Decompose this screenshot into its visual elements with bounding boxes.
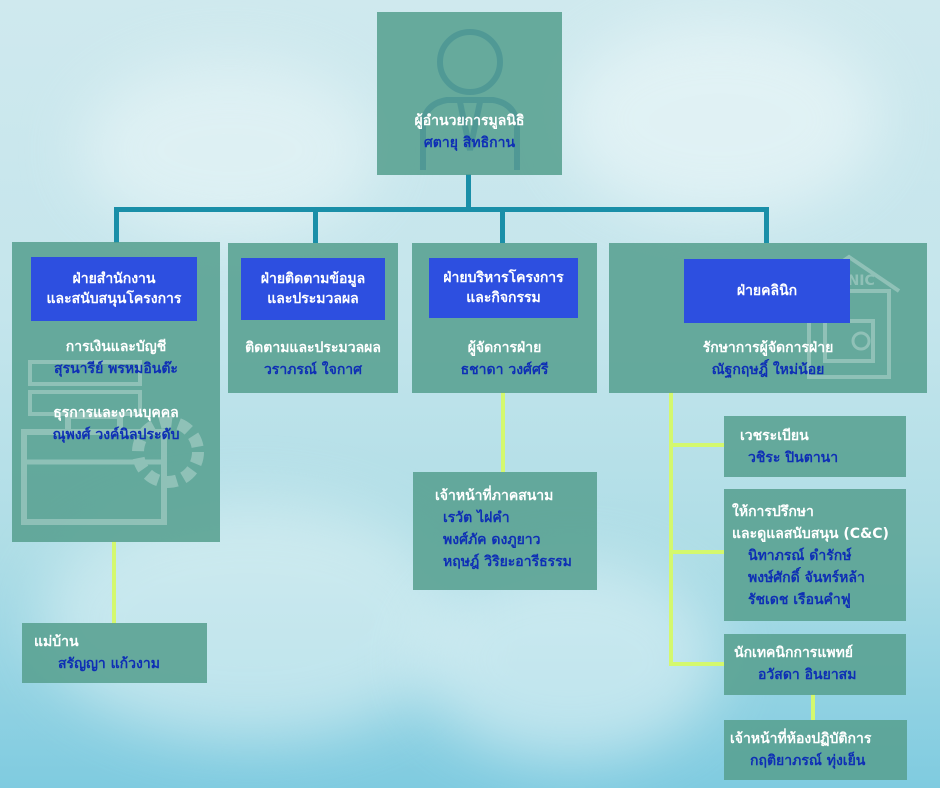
member-role: และดูแลสนับสนุน (C&C) (732, 526, 889, 542)
sub-connector-line (669, 443, 724, 447)
member-role: นักเทคนิกการแพทย์ (734, 645, 854, 661)
sub-connector-line (811, 694, 815, 720)
department-header: ฝ่ายบริหารโครงการ และกิจกรรม (429, 258, 578, 318)
member-role: แม่บ้าน (34, 634, 79, 650)
clinic-unit-box: เจ้าหน้าที่ห้องปฏิบัติการ กฤติยาภรณ์ ทุ่… (724, 720, 907, 780)
background-cloud (560, 20, 880, 220)
director-box: ผู้อำนวยการมูลนิธิ ศตายุ สิทธิกาน (377, 12, 562, 175)
department-header: ฝ่ายคลินิก (684, 259, 850, 323)
field-staff-box: เจ้าหน้าที่ภาคสนาม เรวัต ไฝคำ พงศ์ภัค ดง… (413, 472, 597, 590)
member-name: วราภรณ์ ใจกาศ (263, 362, 363, 378)
member-role: เจ้าหน้าที่ห้องปฏิบัติการ (730, 731, 872, 747)
briefcase-gear-icon (21, 360, 204, 525)
director-title: ผู้อำนวยการมูลนิธิ (414, 113, 525, 129)
member-name: วชิระ ปินตานา (748, 450, 839, 466)
connector-line (114, 207, 119, 243)
member-role: ธุรการและงานบุคคล (53, 405, 179, 421)
clinic-unit-box: นักเทคนิกการแพทย์ อวัสดา อินยาสม (724, 634, 906, 695)
member-name: หฤษฎ์ วิริยะอารีธรรม (443, 554, 572, 570)
clinic-unit-box: เวชระเบียน วชิระ ปินตานา (724, 416, 906, 477)
member-name: อวัสดา อินยาสม (758, 667, 857, 683)
connector-line (114, 207, 769, 212)
department-box-projects: ฝ่ายบริหารโครงการ และกิจกรรม ผู้จัดการฝ่… (412, 243, 597, 393)
department-header: ฝ่ายสำนักงาน และสนับสนุนโครงการ (31, 257, 197, 321)
sub-connector-line (669, 550, 724, 554)
member-role: เจ้าหน้าที่ภาคสนาม (435, 488, 554, 504)
department-box-clinic: CLINIC ฝ่ายคลินิก รักษาการผู้จัดการฝ่าย … (609, 243, 927, 393)
department-box-office: ฝ่ายสำนักงาน และสนับสนุนโครงการ การเงินแ… (12, 242, 220, 542)
member-name: ธชาดา วงศ์ศรี (460, 362, 549, 378)
director-name: ศตายุ สิทธิกาน (423, 135, 516, 151)
connector-line (764, 207, 769, 243)
member-name: พงศ์ภัค ดงภูยาว (443, 532, 541, 548)
background-cloud (80, 60, 380, 240)
member-role: เวชระเบียน (740, 428, 809, 444)
member-name: นิทาภรณ์ ดำรักษ์ (748, 548, 852, 564)
sub-connector-line (669, 662, 724, 666)
sub-connector-line (501, 392, 505, 472)
member-name: สุรนารีย์ พรหมอินต๊ะ (54, 361, 178, 377)
member-role: รักษาการผู้จัดการฝ่าย (702, 340, 834, 356)
clinic-unit-box: ให้การปรึกษา และดูแลสนับสนุน (C&C) นิทาภ… (724, 489, 906, 621)
member-role: ผู้จัดการฝ่าย (467, 340, 542, 356)
background-cloud (420, 560, 720, 760)
member-name: กฤติยาภรณ์ ทุ่งเย็น (750, 753, 866, 769)
connector-line (500, 207, 505, 243)
member-role: ติดตามและประมวลผล (245, 340, 381, 356)
connector-line (313, 207, 318, 243)
department-header: ฝ่ายติดตามข้อมูล และประมวลผล (241, 258, 385, 320)
member-name: ณัฐกฤษฎิ์ ใหม่น้อย (711, 362, 825, 378)
department-box-data: ฝ่ายติดตามข้อมูล และประมวลผล ติดตามและปร… (228, 243, 398, 393)
connector-line (466, 174, 471, 208)
member-name: รัชเดช เรือนคำฟู (748, 592, 851, 608)
member-role: ให้การปรึกษา (732, 504, 814, 520)
member-role: การเงินและบัญชี (65, 339, 167, 355)
member-name: เรวัต ไฝคำ (443, 510, 510, 526)
sub-connector-line (112, 541, 116, 624)
sub-connector-line (669, 392, 673, 666)
member-name: สรัญญา แก้วงาม (58, 656, 160, 672)
member-name: พงษ์ศักดิ์ จันทร์หล้า (748, 570, 865, 586)
member-name: ณุพงศ์ วงค์นิลประดับ (52, 427, 180, 443)
person-icon (420, 29, 520, 170)
housekeeper-box: แม่บ้าน สรัญญา แก้วงาม (22, 623, 207, 683)
